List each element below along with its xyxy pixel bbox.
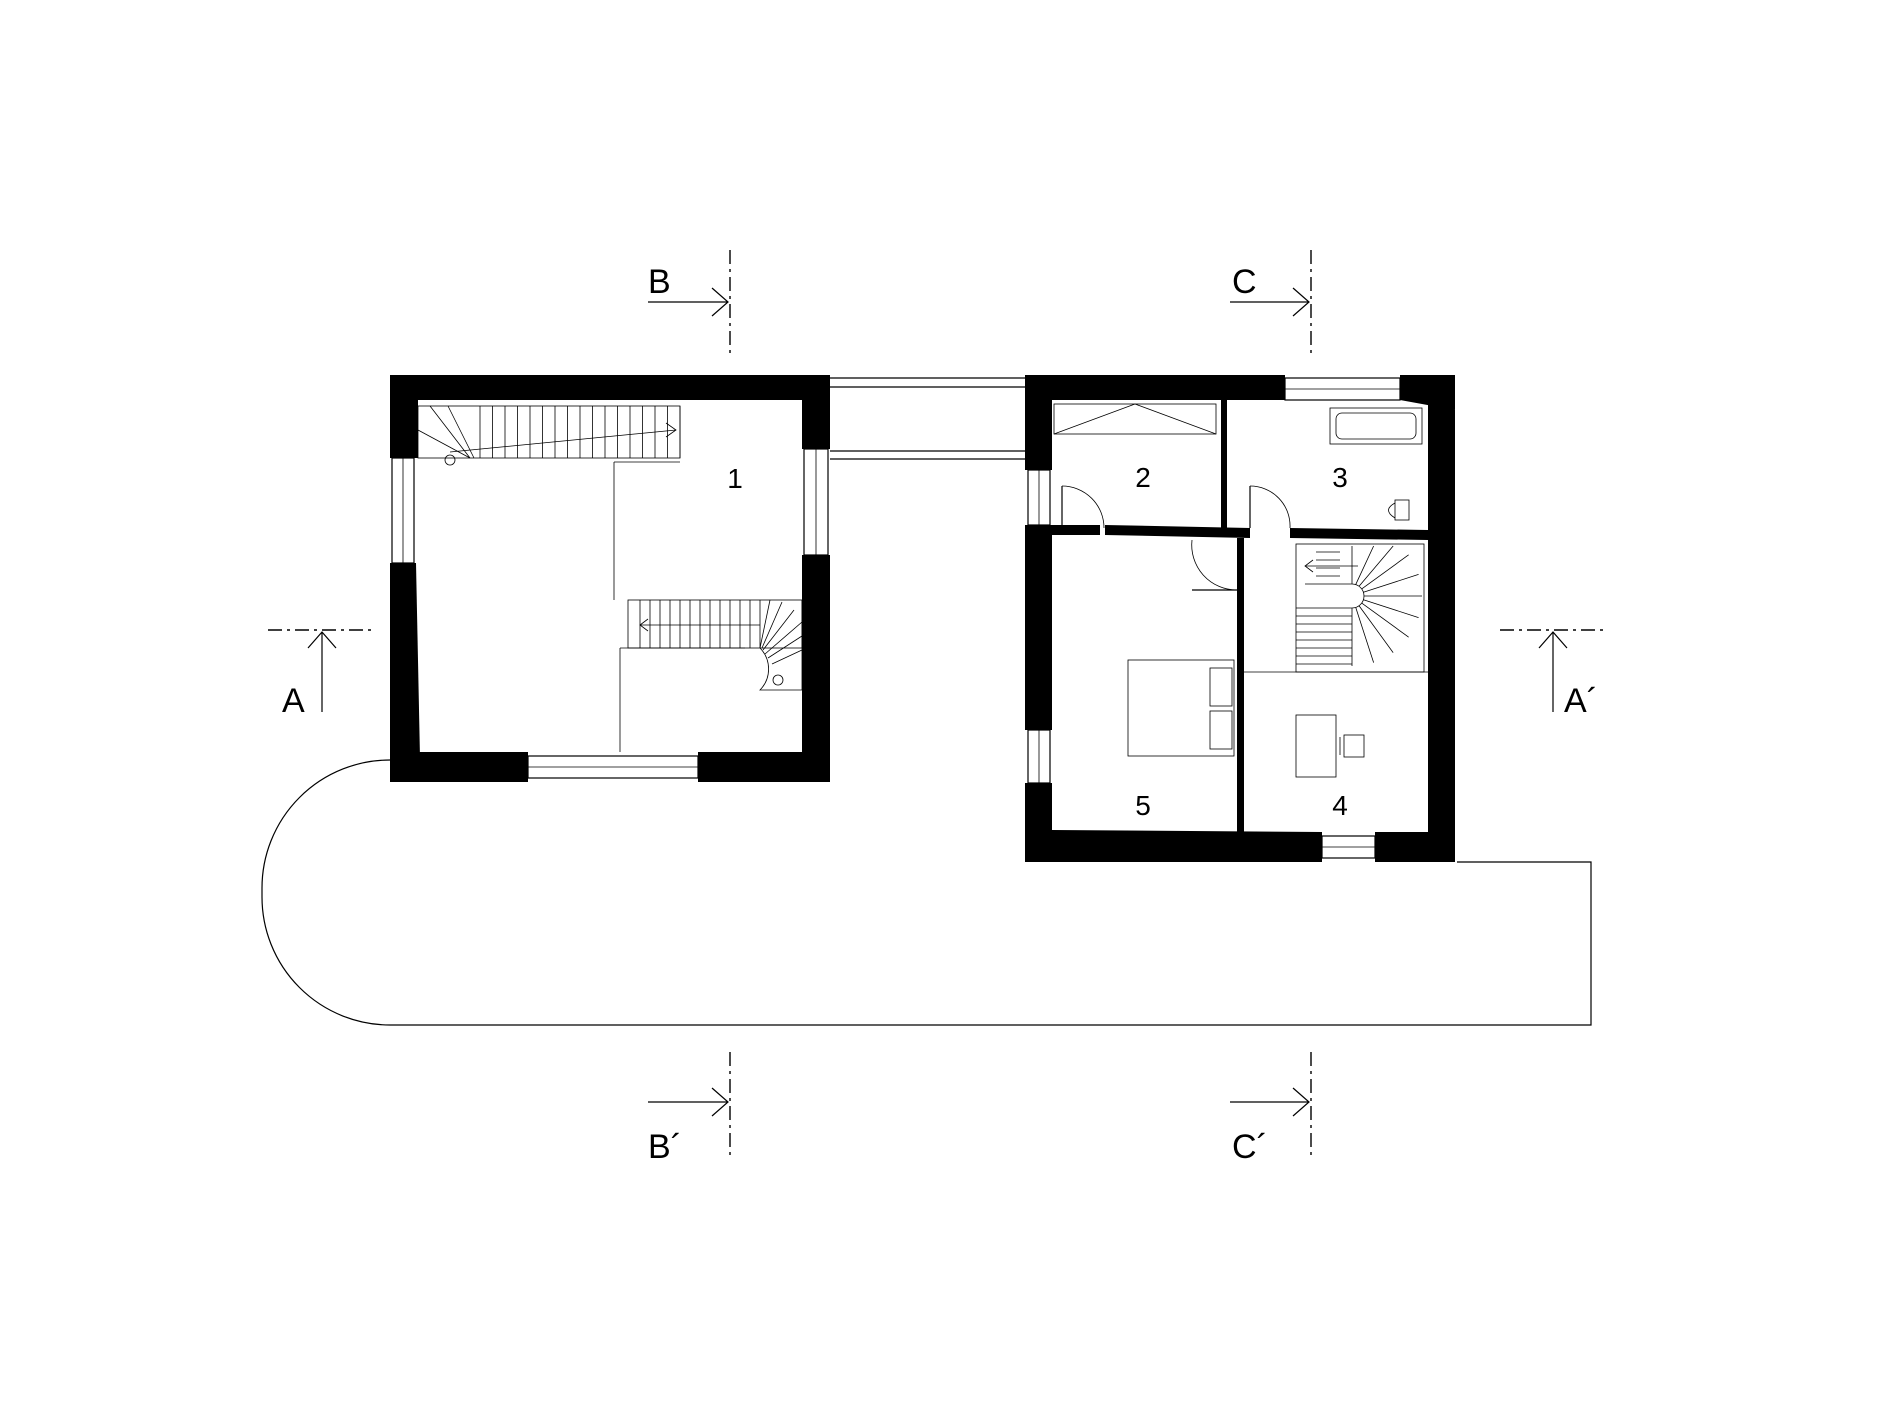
wall-right-south-a — [1025, 830, 1322, 862]
stair-tread — [764, 621, 803, 655]
bathtub — [1329, 407, 1423, 445]
wall-interior-rooms-2-3 — [1221, 400, 1227, 528]
section-label-b-prime: B´ — [648, 1128, 682, 1166]
room-label-2: 2 — [1135, 462, 1151, 493]
stair-lower — [627, 599, 803, 691]
section-marker-a-prime — [1500, 629, 1608, 712]
stair-right — [1244, 543, 1428, 673]
stair-tread — [771, 649, 803, 665]
stair-tread — [1363, 573, 1419, 593]
left-building — [390, 375, 830, 782]
section-label-a: A — [282, 682, 305, 720]
stair-tread — [1363, 599, 1419, 619]
wall-right-east — [1428, 400, 1455, 862]
room-label-4: 4 — [1332, 790, 1348, 821]
wall-left-south-a — [390, 752, 528, 782]
stair-tread — [1361, 602, 1409, 638]
section-marker-b — [648, 250, 731, 355]
wall-left-south-b — [698, 752, 808, 782]
wall-left-top — [390, 375, 830, 409]
section-marker-a — [268, 629, 375, 712]
door-room-2 — [1061, 485, 1105, 529]
stair-tread — [759, 599, 771, 649]
section-label-c: C — [1232, 263, 1257, 301]
wall-right-west-mid — [1025, 525, 1052, 730]
wardrobe — [1053, 403, 1217, 435]
stair-tread — [1355, 545, 1374, 585]
wall-right-west-upper — [1025, 406, 1052, 470]
chair — [1339, 734, 1365, 758]
stair-tread — [767, 635, 803, 659]
wall-left-west-lower — [390, 563, 420, 758]
door-room-3 — [1249, 485, 1291, 529]
wall-interior-horizontal — [1052, 525, 1100, 535]
stair-tread — [762, 609, 795, 651]
right-building — [1025, 375, 1455, 862]
section-marker-c — [1230, 250, 1312, 355]
stair-tread — [447, 405, 475, 459]
stair-tread — [1358, 605, 1394, 653]
wall-left-west-upper — [390, 406, 418, 458]
stair-tread — [761, 601, 783, 649]
stair-tread — [1361, 554, 1409, 590]
section-label-a-prime: A´ — [1564, 682, 1598, 720]
section-label-c-prime: C´ — [1232, 1128, 1268, 1166]
bed — [1127, 659, 1235, 757]
wall-right-south-b — [1375, 832, 1428, 862]
wall-interior-horizontal-c — [1290, 528, 1428, 540]
terrace-outline — [261, 759, 1592, 1026]
wall-interior-rooms-5-4 — [1237, 538, 1244, 832]
wall-interior-horizontal-b — [1105, 525, 1250, 538]
stair-top — [417, 405, 681, 466]
stair-tread — [429, 405, 471, 459]
room-label-1: 1 — [727, 463, 743, 494]
walkway — [830, 377, 1025, 460]
section-marker-c-prime — [1230, 1052, 1312, 1160]
wall-left-east-lower — [802, 555, 830, 782]
section-label-b: B — [648, 263, 671, 301]
section-marker-b-prime — [648, 1052, 731, 1160]
toilet — [1388, 499, 1410, 521]
stair-tread — [1358, 545, 1394, 587]
wall-right-top-a — [1025, 375, 1285, 406]
wall-left-east-upper — [802, 400, 830, 449]
desk — [1295, 714, 1337, 778]
stair-tread — [417, 429, 471, 459]
wall-right-top-b — [1400, 375, 1455, 410]
room-label-3: 3 — [1332, 462, 1348, 493]
room-label-5: 5 — [1135, 790, 1151, 821]
stair-tread — [1355, 607, 1375, 663]
door-room-5 — [1191, 539, 1238, 591]
